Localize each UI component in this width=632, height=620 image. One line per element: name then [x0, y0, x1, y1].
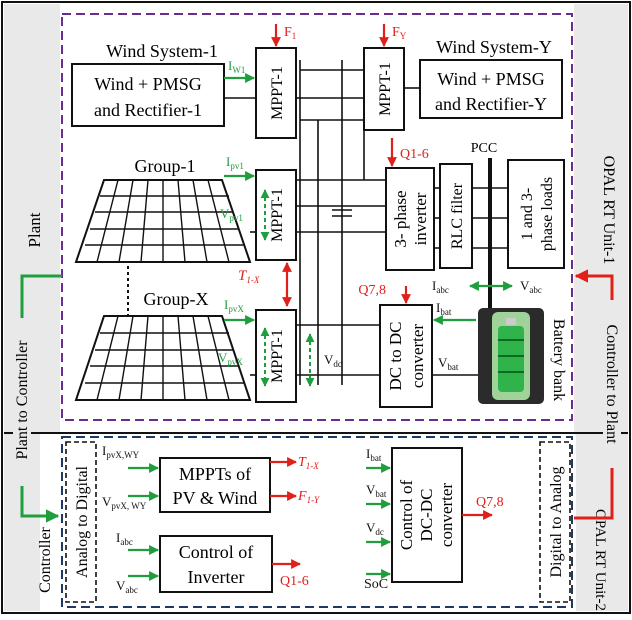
opal-unit1-label: OPAL RT Unit-1 — [600, 156, 617, 265]
iabc-label: Iabc — [432, 278, 449, 295]
fy-label: FY — [392, 25, 407, 41]
in-ibat-label: Ibat — [366, 446, 382, 463]
wind-pmsg-y-line2: and Rectifier-Y — [435, 94, 547, 114]
mppts-box — [159, 457, 271, 513]
mppt-wind-1-label: MPPT-1 — [269, 66, 286, 120]
pv-array-group-1 — [74, 179, 252, 263]
out-q78-label: Q7,8 — [476, 495, 504, 510]
in-vpv-label: VpvX, WY — [102, 494, 147, 511]
opal-unit2-label: OPAL RT Unit-2 — [592, 509, 608, 611]
dc-link-capacitor — [332, 209, 352, 217]
t1x-label: T1-X — [238, 268, 260, 285]
in-iabc-label: Iabc — [116, 530, 133, 547]
loads-box — [507, 159, 565, 269]
three-phase-inverter-box — [385, 167, 435, 271]
loads-line2: phase loads — [539, 177, 556, 251]
battery-bank-label: Battery bank — [550, 319, 567, 401]
dcdc-line2: converter — [408, 324, 427, 389]
out-f1y-label: F1-Y — [297, 489, 320, 505]
mppt-pv-1-label: MPPT-1 — [269, 188, 286, 242]
wind-system-1-title: Wind System-1 — [106, 41, 218, 61]
wind-pmsg-y-line1: Wind + PMSG — [437, 69, 544, 89]
mppt-wind-y-label: MPPT-1 — [377, 62, 394, 116]
controller-to-plant-label-bg — [603, 300, 621, 468]
out-t1x-label: T1-X — [298, 455, 319, 471]
group-x-label: Group-X — [144, 289, 209, 309]
adc-label: Analog to Digital — [74, 465, 91, 578]
ipv1-label: Ipv1 — [226, 154, 244, 171]
vabc-label: Vabc — [520, 278, 542, 295]
in-vdc-label: Vdc — [366, 520, 384, 537]
mppt-wind-y-box — [363, 47, 405, 131]
rlc-filter-label: RLC filter — [449, 182, 466, 249]
in-ipv-label: IpvX,WY — [102, 443, 140, 460]
wind-pmsg-1-line2: and Rectifier-1 — [94, 100, 202, 120]
inverter-line2: inverter — [411, 192, 430, 245]
vpvx-label: VpvX — [218, 350, 243, 367]
in-vbat-label: Vbat — [366, 482, 387, 499]
wind-pmsg-rectifier-1-box — [71, 63, 225, 127]
pcc-label: PCC — [471, 141, 497, 156]
dac-label: Digital to Analog — [548, 466, 565, 577]
dac-box — [539, 441, 571, 603]
mppts-line1: MPPTs of — [179, 464, 251, 484]
battery-bank-icon — [478, 308, 544, 404]
ctrl-inv-line1: Control of — [179, 542, 254, 562]
vdc-label: Vdc — [324, 352, 342, 369]
wind-pmsg-rectifier-y-box — [419, 59, 563, 119]
dc-dc-converter-box — [379, 304, 433, 408]
control-inverter-box — [159, 535, 273, 593]
plant-to-controller-label: Plant to Controller — [14, 340, 31, 460]
wind-system-y-title: Wind System-Y — [436, 37, 552, 57]
mppts-line2: PV & Wind — [173, 488, 258, 508]
vbat-label: Vbat — [438, 355, 459, 372]
f1-label: F1 — [284, 25, 296, 41]
mppt-pv-x-label: MPPT-1 — [269, 329, 286, 383]
ctrl-dcdc-line2: DC-DC — [417, 489, 436, 542]
inverter-line1: 3- phase — [391, 190, 410, 247]
ctrl-dcdc-line3: converter — [437, 483, 456, 548]
out-q16-label: Q1-6 — [280, 574, 309, 589]
controller-to-plant-label: Controller to Plant — [603, 324, 620, 444]
ctrl-dcdc-line1: Control of — [397, 479, 416, 550]
q78-label: Q7,8 — [358, 283, 386, 298]
group-1-label: Group-1 — [135, 156, 196, 176]
iw1-label: IW1 — [228, 58, 245, 75]
dcdc-line1: DC to DC — [386, 322, 405, 391]
in-soc-label: SoC — [364, 577, 388, 592]
plant-to-controller-label-bg — [13, 318, 31, 486]
mppt-wind-1-box — [255, 47, 297, 139]
pv-array-group-x — [74, 315, 252, 401]
controller-border — [61, 436, 573, 608]
ibat-label: Ibat — [436, 300, 452, 317]
loads-line1: 1 and 3- — [519, 188, 536, 240]
adc-box — [65, 441, 97, 603]
controller-label: Controller — [37, 526, 54, 592]
q16-label: Q1-6 — [400, 147, 429, 162]
ipvx-label: IpvX — [224, 297, 244, 314]
wind-pmsg-1-line1: Wind + PMSG — [94, 74, 201, 94]
vpv1-label: Vpv1 — [220, 206, 243, 223]
control-dcdc-box — [391, 447, 463, 583]
rlc-filter-box — [439, 163, 473, 269]
in-vabc-label: Vabc — [116, 578, 138, 595]
ctrl-inv-line2: Inverter — [188, 567, 245, 587]
plant-label: Plant — [25, 212, 44, 247]
